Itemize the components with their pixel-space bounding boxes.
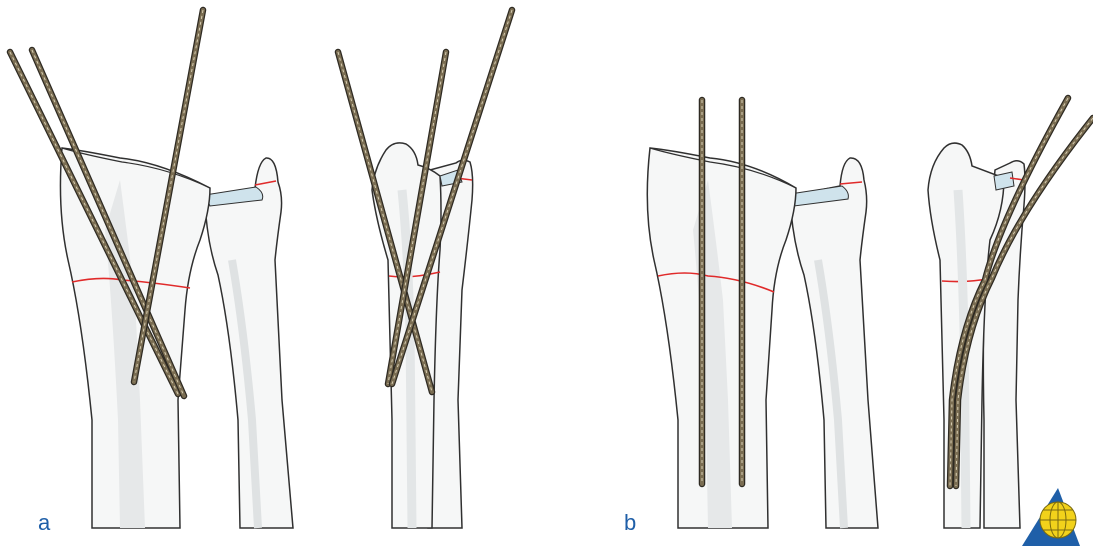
- globe-triangle-logo-icon: [1022, 488, 1080, 546]
- panel-b-lateral-bones: [928, 143, 1025, 528]
- panel-b-ulna: [790, 158, 878, 528]
- panel-a-ulna: [205, 158, 293, 528]
- panel-b: b: [624, 98, 1093, 535]
- panel-b-radius: [647, 148, 796, 528]
- panel-a-label: a: [38, 510, 51, 535]
- panel-b-label: b: [624, 510, 636, 535]
- panel-a: a: [10, 10, 512, 535]
